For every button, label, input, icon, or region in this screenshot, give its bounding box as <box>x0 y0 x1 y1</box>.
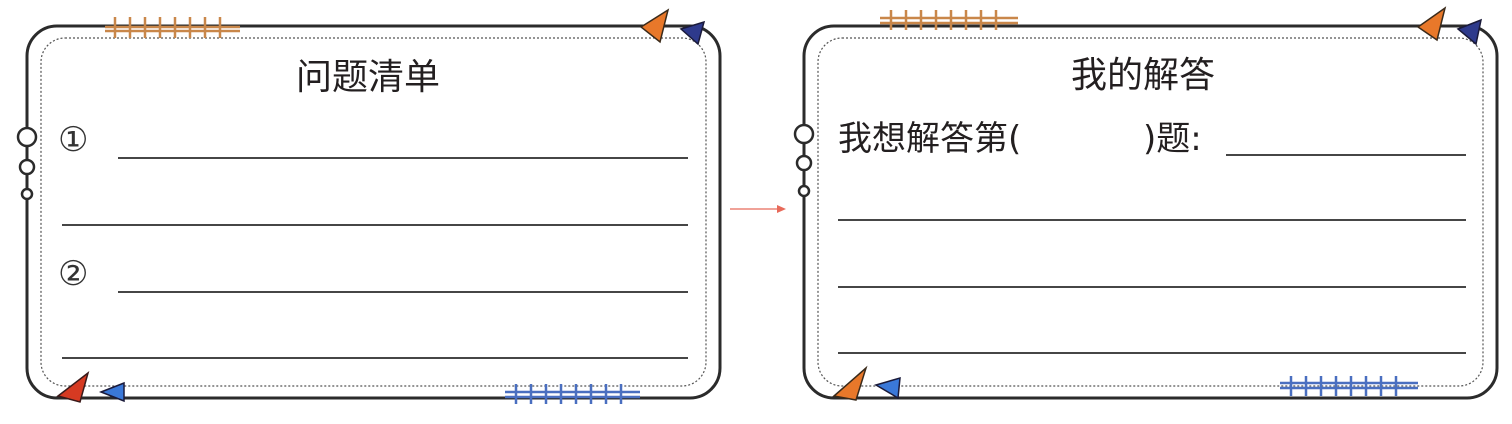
ring-medium <box>18 158 36 176</box>
left-card-rings <box>16 126 38 201</box>
left-card-lines <box>62 157 688 359</box>
right-card-rings <box>793 123 815 198</box>
answer-prompt-start: 我想解答第( <box>838 119 1022 159</box>
right-bottom-stitch <box>1280 376 1418 396</box>
item-marker-1: ① <box>58 120 89 160</box>
left-card-frame <box>25 24 722 400</box>
navy-arrow-icon <box>679 20 706 46</box>
ring-large <box>793 123 815 145</box>
right-card-lines <box>838 154 1466 354</box>
connector-arrow-icon <box>730 205 786 213</box>
ring-medium <box>795 154 813 172</box>
orange-arrow-icon <box>832 365 868 401</box>
ring-small <box>797 184 811 198</box>
right-card-title: 我的解答 <box>1071 55 1216 96</box>
orange-arrow-icon <box>1416 6 1447 42</box>
right-top-stitch <box>880 10 1018 30</box>
orange-arrow-icon <box>639 8 670 44</box>
red-arrow-icon <box>56 371 90 403</box>
blue-arrow-icon <box>874 376 901 400</box>
left-card-title: 问题清单 <box>296 57 441 98</box>
ring-large <box>16 126 38 148</box>
ring-small <box>20 187 34 201</box>
right-card-frame <box>802 24 1499 400</box>
item-marker-2: ② <box>58 254 89 294</box>
navy-arrow-icon <box>1456 18 1483 46</box>
left-bottom-stitch <box>505 384 640 404</box>
answer-prompt-end: )题: <box>1143 119 1202 159</box>
blue-arrow-icon <box>98 381 125 403</box>
left-top-stitch <box>105 17 240 38</box>
